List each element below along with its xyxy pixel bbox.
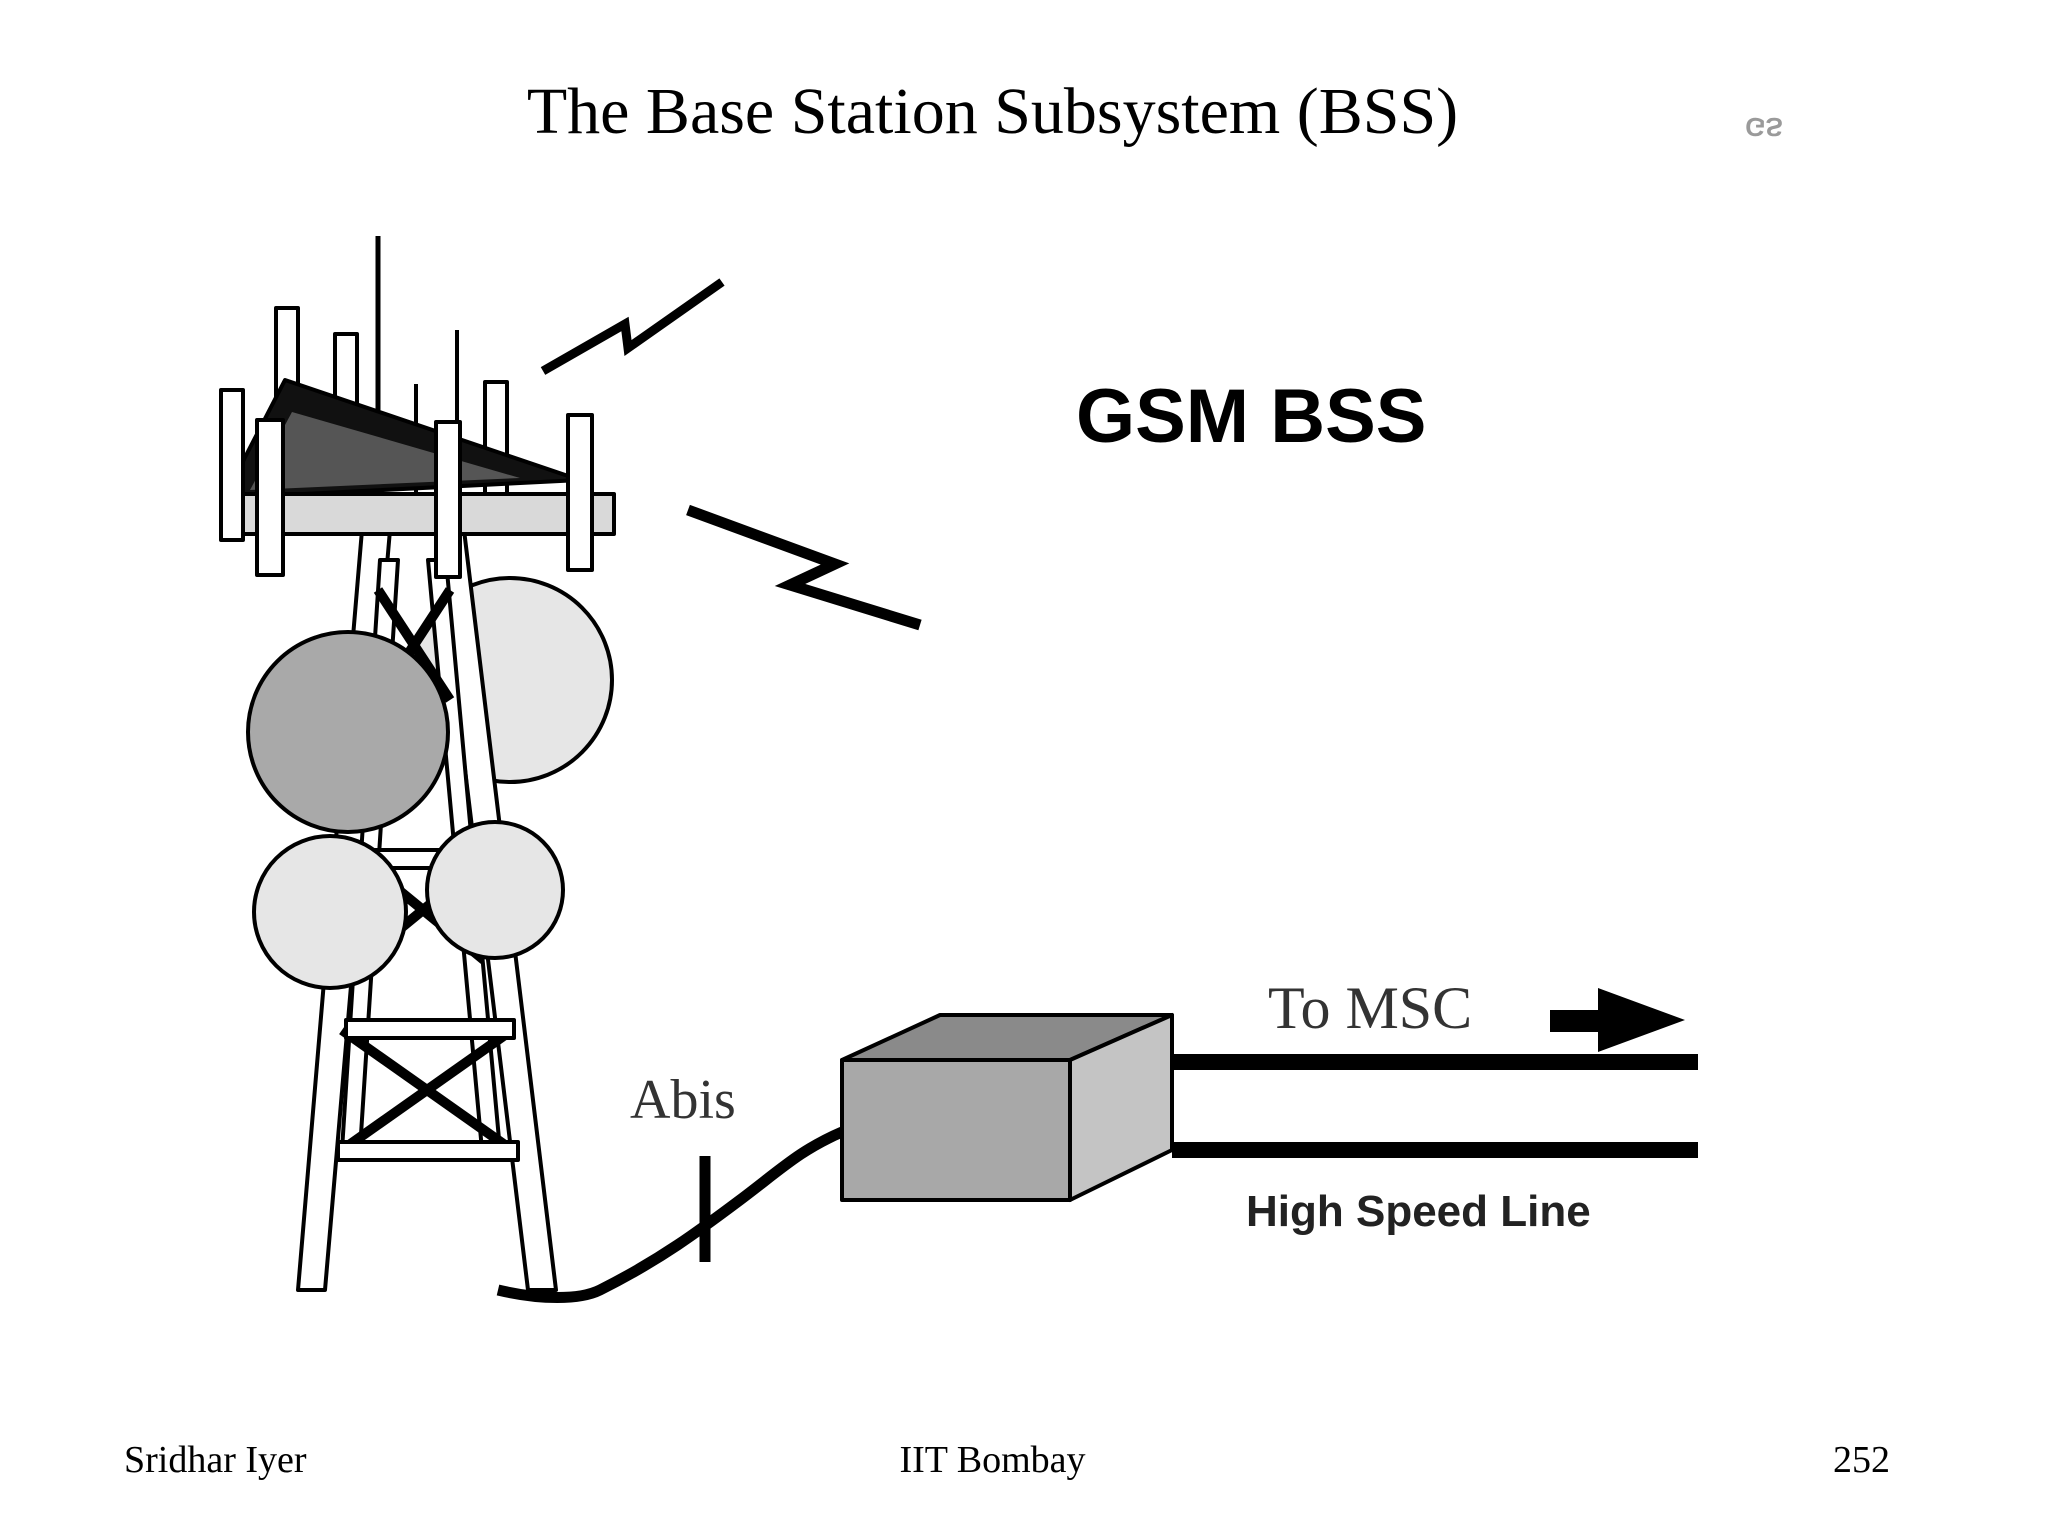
dish-large <box>246 630 450 834</box>
footer-institution: IIT Bombay <box>899 1439 1086 1481</box>
radio-signal-lower-icon <box>686 504 922 631</box>
dish-lower-right <box>425 820 565 960</box>
tower-platform <box>222 492 616 536</box>
slide-title: The Base Station Subsystem (BSS) <box>526 75 1459 148</box>
footer-page-number: 252 <box>1833 1439 1890 1481</box>
antenna-front-2 <box>255 418 285 577</box>
cell-tower <box>219 236 616 1292</box>
antenna-front-3 <box>434 420 462 579</box>
high-speed-line-label: High Speed Line <box>1246 1187 1591 1236</box>
arrow-right-icon <box>1550 988 1685 1052</box>
diagram-heading: GSM BSS <box>1076 374 1427 459</box>
controller-box <box>840 1013 1174 1202</box>
corner-mark: GS <box>1745 112 1783 142</box>
to-msc-label: To MSC <box>1268 975 1472 1041</box>
dish-lower-left <box>252 834 408 990</box>
abis-label: Abis <box>630 1069 736 1131</box>
radio-signal-upper-icon <box>540 278 725 375</box>
antenna-front-4 <box>566 413 594 572</box>
antenna-front-1 <box>219 388 245 542</box>
box-front <box>840 1058 1072 1202</box>
footer-author: Sridhar Iyer <box>124 1439 307 1481</box>
abis-cable <box>496 1126 845 1303</box>
